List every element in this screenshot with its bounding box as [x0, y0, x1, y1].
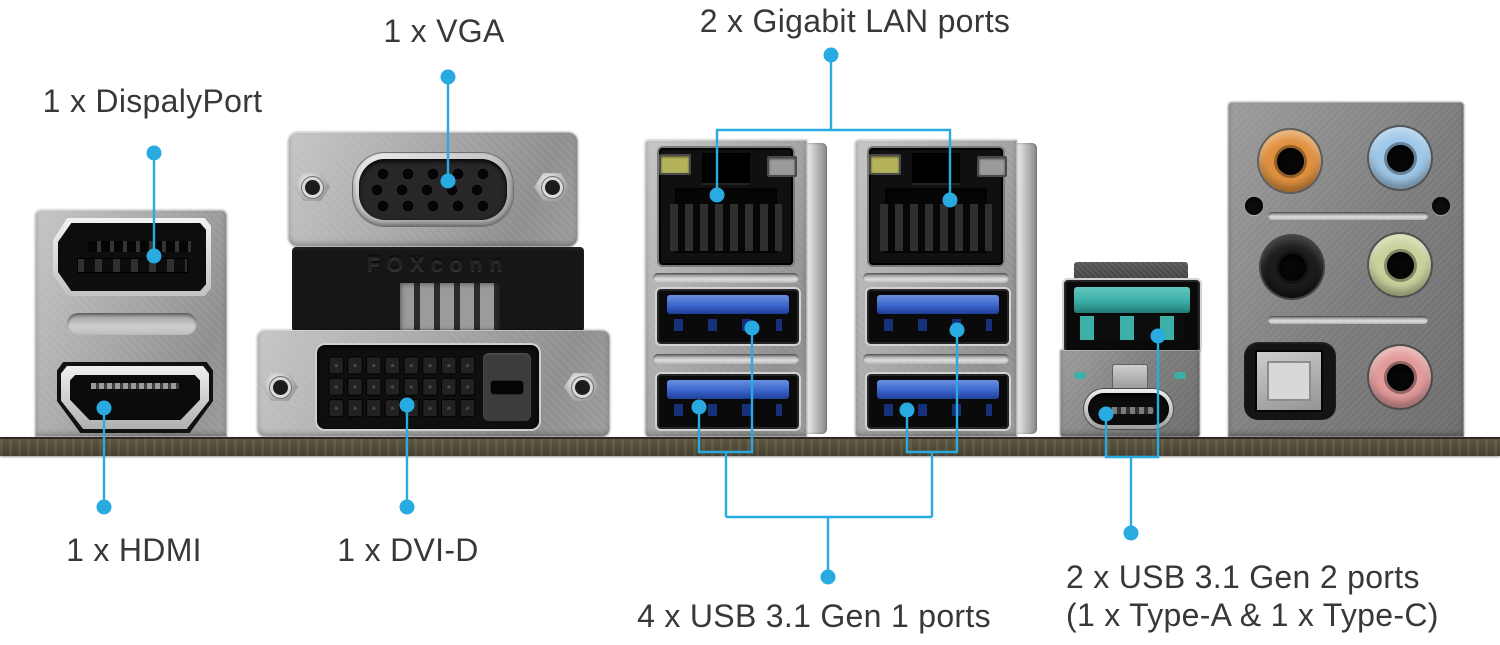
vga-pin-holes	[370, 167, 490, 213]
audio-jack-line-out	[1369, 234, 1431, 296]
label-usb-gen1: 4 x USB 3.1 Gen 1 ports	[637, 598, 991, 634]
dvi-blade-slot	[491, 381, 523, 394]
screw-hole	[1245, 197, 1263, 215]
lan-led-activity	[869, 154, 901, 175]
connector-bracket-plastic: FOXconn	[292, 247, 584, 332]
usb-type-a-gen2-port	[1062, 278, 1202, 354]
usb3-port	[655, 287, 801, 346]
usb-type-c-recess	[1088, 393, 1169, 425]
stamped-vent	[67, 313, 197, 335]
bracket-embossed-logo: FOXconn	[366, 253, 510, 276]
usb-gen2-latch	[1112, 364, 1148, 392]
hdmi-port	[57, 362, 213, 433]
lan-led-activity	[659, 154, 691, 175]
usb3-port	[865, 287, 1011, 346]
pcb-edge	[0, 437, 1500, 456]
label-usb-gen2-line1: 2 x USB 3.1 Gen 2 ports	[1066, 559, 1420, 595]
usb3-port	[655, 372, 801, 431]
label-vga: 1 x VGA	[383, 13, 505, 49]
displayport-hdmi-block	[35, 210, 227, 437]
lan-led-link	[977, 156, 1007, 177]
audio-jack-block	[1228, 102, 1464, 437]
dvi-pin-grid	[327, 355, 477, 419]
label-displayport: 1 x DispalyPort	[42, 83, 263, 119]
vga-recess	[359, 159, 507, 220]
label-usb-gen2-line2: (1 x Type-A & 1 x Type-C)	[1066, 597, 1439, 633]
dvi-screw-nut-right	[564, 373, 600, 401]
label-hdmi: 1 x HDMI	[66, 532, 202, 568]
displayport-port	[53, 218, 211, 296]
audio-jack-center-sub	[1259, 130, 1321, 192]
audio-jack-rear-out	[1261, 236, 1323, 298]
audio-jack-mic-in	[1369, 346, 1431, 408]
label-lan: 2 x Gigabit LAN ports	[699, 3, 1011, 39]
dvi-blade-panel	[483, 353, 531, 421]
usb-gen2-body	[1060, 350, 1200, 437]
bracket-ribs	[400, 283, 500, 332]
optical-spdif-port	[1244, 342, 1336, 420]
usb-type-c-port	[1084, 389, 1173, 429]
vga-port	[353, 153, 513, 226]
vga-screw-nut-right	[534, 173, 570, 201]
screw-hole	[1432, 197, 1450, 215]
audio-jack-line-in	[1369, 127, 1431, 189]
vga-screw-nut-left	[294, 173, 330, 201]
displayport-recess	[58, 223, 206, 291]
usb3-port	[865, 372, 1011, 431]
hdmi-recess	[70, 375, 200, 420]
lan-led-link	[767, 156, 797, 177]
vga-bracket	[288, 132, 578, 247]
label-usb-gen2: 2 x USB 3.1 Gen 2 ports (1 x Type-A & 1 …	[1066, 558, 1439, 634]
lan-usb-stack-2	[855, 140, 1037, 437]
dvi-screw-nut-left	[262, 373, 298, 401]
label-dvi: 1 x DVI-D	[337, 532, 479, 568]
lan-usb-stack-1	[645, 140, 827, 437]
dvi-bracket	[257, 330, 610, 437]
dvi-port	[315, 343, 541, 431]
